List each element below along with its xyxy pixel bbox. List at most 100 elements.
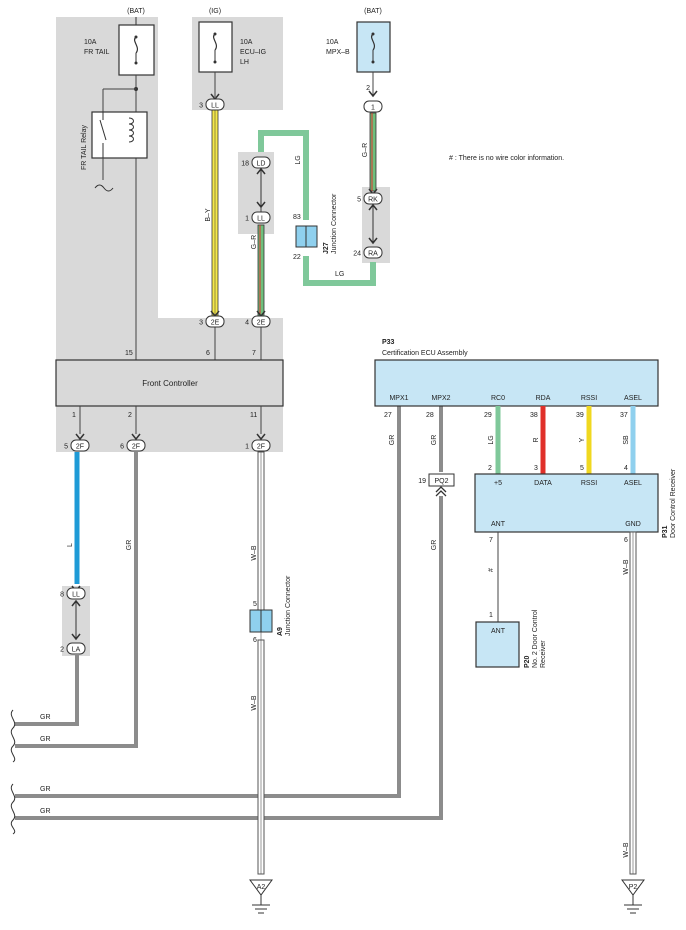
svg-text:22: 22 [293,254,301,261]
connector-pq2: PQ2 19 [418,473,455,497]
svg-text:83: 83 [293,214,301,221]
fuse-ecu-ig: (IG) 10A ECU–IG LH [198,8,266,73]
ground-a2: A2 [249,879,273,914]
svg-text:2F: 2F [132,444,140,451]
svg-text:5: 5 [357,197,361,204]
svg-text:2F: 2F [76,444,84,451]
svg-text:P2: P2 [629,884,638,891]
svg-text:19: 19 [418,478,426,485]
svg-text:LL: LL [72,592,80,599]
connector-ld: LD 18 [241,156,271,209]
svg-text:2F: 2F [257,444,265,451]
fr-tail-relay: FR TAIL Relay [81,75,148,360]
svg-text:MPX–B: MPX–B [326,49,350,56]
certification-ecu: P33 Certification ECU Assembly MPX1 MPX2… [374,339,659,419]
connector-2f-c: 2F 1 [245,433,271,452]
svg-text:RA: RA [368,251,378,258]
svg-text:ASEL: ASEL [624,480,642,487]
svg-text:J27: J27 [323,242,330,254]
svg-text:+5: +5 [494,480,502,487]
wire-w-b-left: W–B W–B [251,451,265,875]
svg-text:1: 1 [371,105,375,112]
connector-rk: RK 5 [357,188,383,245]
connector-1: 1 2 [363,85,383,113]
svg-text:A2: A2 [257,884,266,891]
svg-text:Y: Y [579,437,586,442]
svg-text:1: 1 [72,412,76,419]
svg-text:(IG): (IG) [209,8,221,15]
svg-text:LG: LG [295,155,302,164]
svg-text:4: 4 [624,465,628,472]
svg-text:7: 7 [489,537,493,544]
svg-text:2E: 2E [257,320,266,327]
connector-2f-b: 2F 6 [120,433,146,452]
connector-2f-a: 2F 5 [64,433,90,452]
svg-text:2E: 2E [211,320,220,327]
svg-text:(BAT): (BAT) [127,8,145,15]
svg-text:GR: GR [40,736,51,743]
svg-text:5: 5 [580,465,584,472]
svg-text:LH: LH [240,59,249,66]
svg-text:(BAT): (BAT) [364,8,382,15]
svg-text:P31: P31 [662,525,669,538]
svg-text:#: # [488,568,495,572]
svg-text:W–B: W–B [251,695,258,711]
junction-j27: 83 22 J27 Junction Connector [293,193,338,261]
svg-text:LA: LA [72,647,81,654]
svg-text:2: 2 [366,85,370,92]
no2-door-control-receiver: ANT P20 No. 2 Door Control Receiver [475,609,547,668]
wire-l: L [67,452,80,584]
svg-text:11: 11 [250,412,257,419]
svg-text:Junction Connector: Junction Connector [331,193,338,254]
svg-text:6: 6 [206,350,210,357]
svg-text:RK: RK [368,197,378,204]
svg-text:5: 5 [253,601,257,608]
svg-text:RC0: RC0 [491,395,505,402]
svg-text:6: 6 [253,637,257,644]
svg-text:28: 28 [426,412,434,419]
connector-ll-low: LL 8 [60,585,86,641]
svg-text:RSSI: RSSI [581,480,597,487]
svg-text:1: 1 [489,612,493,619]
svg-text:2: 2 [60,647,64,654]
svg-text:B–Y: B–Y [205,208,212,222]
fuse-mpx-b: (BAT) 10A MPX–B [326,8,391,73]
svg-text:10A: 10A [326,39,339,46]
svg-text:24: 24 [353,251,361,258]
wire-lg: LG LG [258,130,376,286]
svg-text:GR: GR [431,540,438,551]
connector-ra: RA 24 [353,246,383,259]
svg-text:MPX2: MPX2 [431,395,450,402]
wire-color-note: # : There is no wire color information. [449,155,564,162]
svg-text:GR: GR [126,540,133,551]
svg-text:ASEL: ASEL [624,395,642,402]
svg-text:W–B: W–B [623,842,630,858]
svg-text:6: 6 [624,537,628,544]
svg-text:1: 1 [245,216,249,223]
svg-text:ANT: ANT [491,521,506,528]
svg-text:6: 6 [120,444,124,451]
svg-text:3: 3 [199,320,203,327]
svg-text:LL: LL [211,103,219,110]
svg-text:2: 2 [488,465,492,472]
svg-text:8: 8 [60,592,64,599]
svg-text:Front Controller: Front Controller [142,379,198,388]
front-controller: Front Controller 15 6 7 1 2 11 [55,350,284,434]
svg-text:W–B: W–B [623,559,630,575]
svg-text:RSSI: RSSI [581,395,597,402]
svg-text:DATA: DATA [534,480,552,487]
svg-text:G–R: G–R [362,143,369,157]
svg-text:P20: P20 [524,655,531,668]
svg-text:LG: LG [488,435,495,444]
svg-text:LL: LL [257,216,265,223]
fuse-fr-tail: (BAT) 10A FR TAIL [84,8,155,76]
connectors: LL 3 1 2 LD 18 LL 1 RK [60,85,383,655]
svg-text:R: R [533,437,540,442]
svg-text:37: 37 [620,412,628,419]
svg-text:W–B: W–B [251,545,258,561]
svg-text:P33: P33 [382,339,395,346]
svg-text:A9: A9 [277,627,284,636]
svg-text:FR TAIL Relay: FR TAIL Relay [81,125,88,170]
svg-text:2: 2 [128,412,132,419]
svg-text:5: 5 [64,444,68,451]
